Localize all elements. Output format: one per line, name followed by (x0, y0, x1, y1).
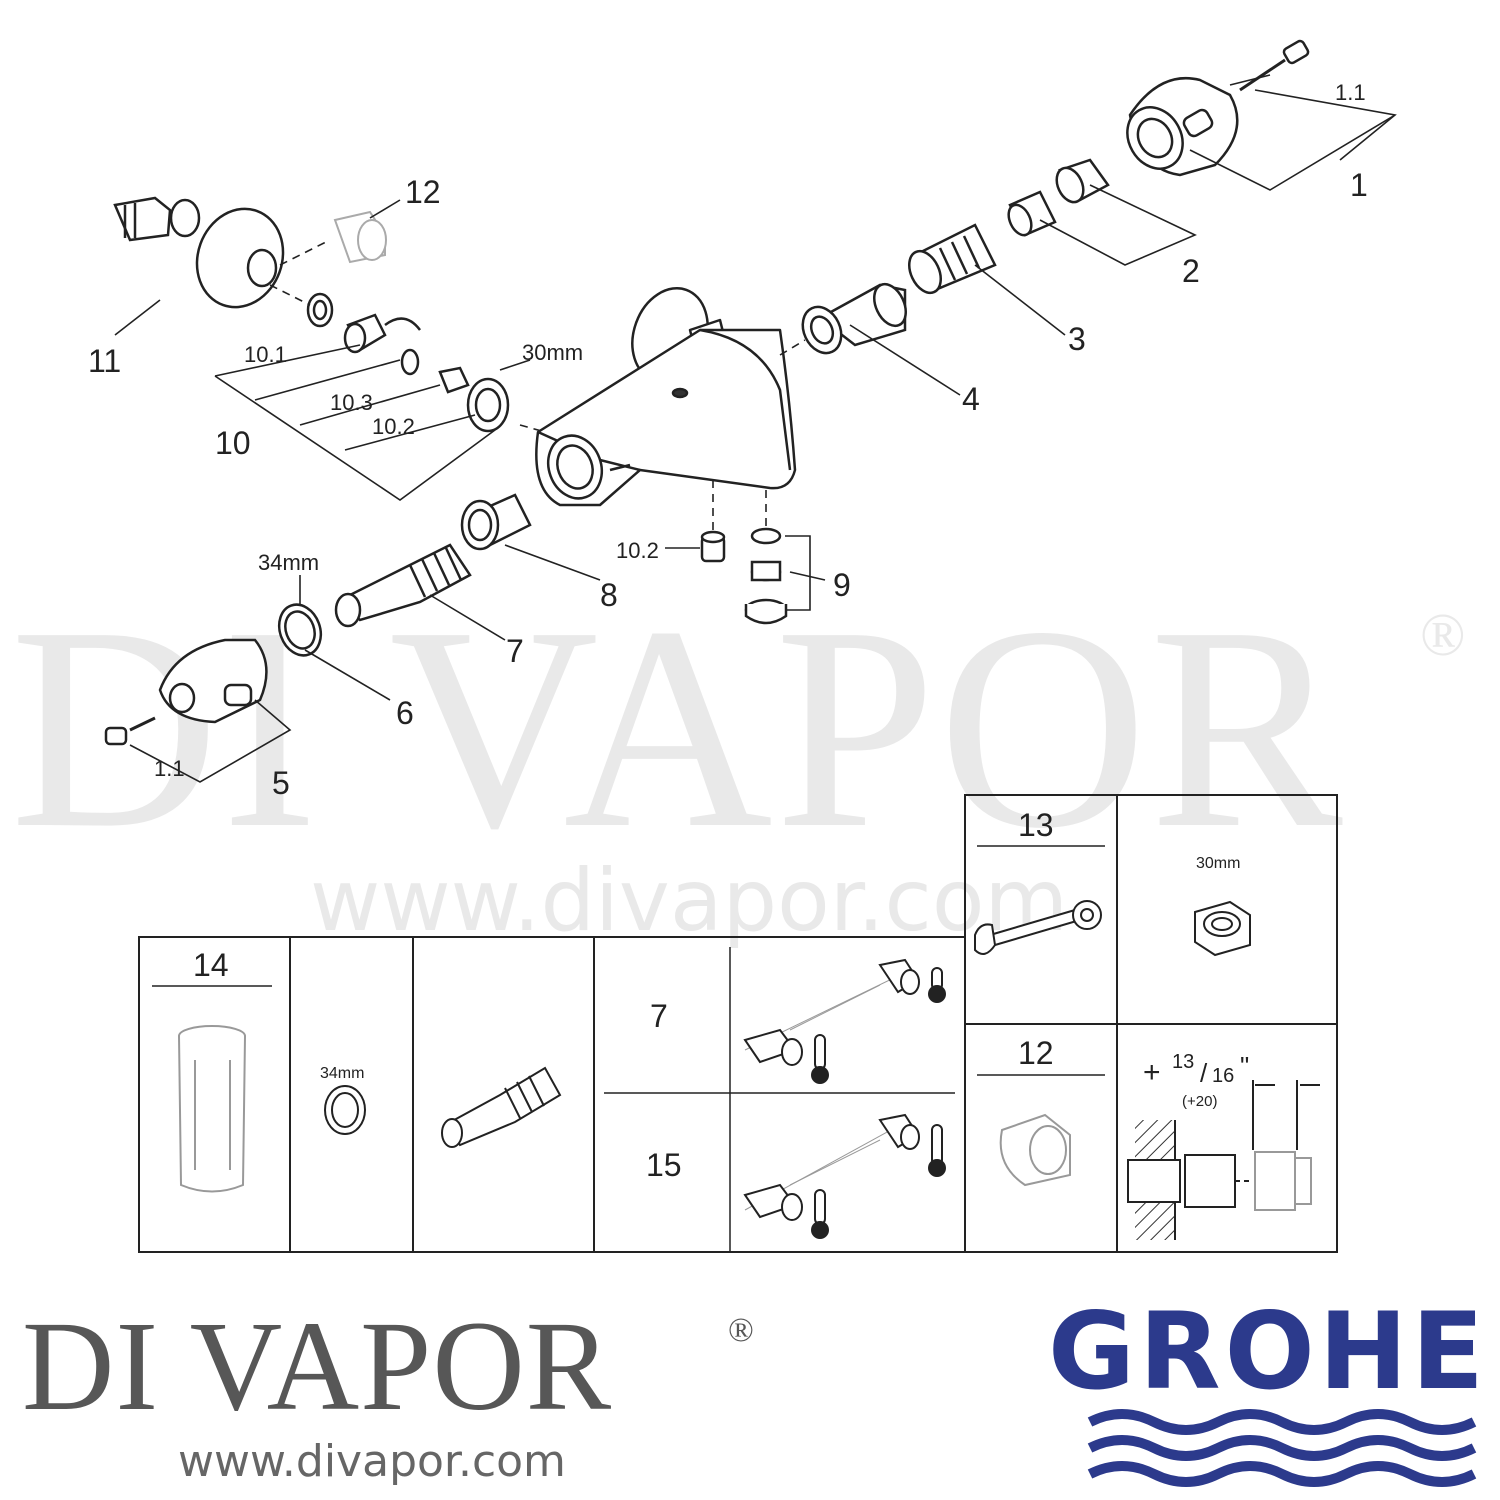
grohe-logo: GROHE (1048, 1290, 1488, 1487)
label-part-7: 7 (506, 633, 524, 669)
option-15-drawing (743, 1113, 946, 1239)
label-table-ring-34: 34mm (320, 1065, 364, 1082)
part-11-escutcheon (113, 196, 285, 309)
grohe-waves-icon (1087, 1409, 1477, 1487)
part-12-extension (333, 210, 387, 264)
label-part-3: 3 (1068, 321, 1086, 357)
table-ring-34 (324, 1085, 366, 1135)
part-3-cartridge (908, 223, 997, 295)
label-part-10-2: 10.2 (372, 414, 415, 439)
label-part-8: 8 (600, 577, 618, 613)
label-part-2: 2 (1182, 253, 1200, 289)
tool-14-sleeve (178, 1025, 246, 1193)
label-option-15: 15 (646, 1147, 682, 1183)
grohe-logo-text: GROHE (1048, 1290, 1488, 1413)
install-diagram (1127, 1080, 1320, 1240)
part-10-2-nipple (700, 530, 726, 563)
label-part-9: 9 (833, 567, 851, 603)
label-part-10-1: 10.1 (244, 342, 287, 367)
mixer-body (535, 286, 797, 507)
watermark-registered: ® (1420, 602, 1466, 668)
table-drawings (178, 900, 1320, 1240)
label-part-12: 12 (405, 174, 441, 210)
label-nut-size: 30mm (522, 340, 583, 365)
label-part-6: 6 (396, 695, 414, 731)
part-10-connectors (306, 292, 510, 433)
dim-inch: " (1240, 1051, 1249, 1081)
label-part-5: 5 (272, 765, 290, 801)
dim-mm: (+20) (1182, 1093, 1217, 1110)
label-tool-13: 13 (1018, 807, 1054, 843)
part-4-sleeve (801, 282, 907, 355)
leader-lines (114, 74, 1397, 783)
table-extension-12 (999, 1113, 1071, 1187)
parts-table (138, 794, 1338, 1253)
label-part-10-3: 10.3 (330, 390, 373, 415)
label-option-7: 7 (650, 998, 668, 1034)
label-extension-12: 12 (1018, 1035, 1054, 1071)
watermark-url: www.divapor.com (310, 851, 1068, 951)
label-ring-size: 34mm (258, 550, 319, 575)
dim-slash: / (1200, 1058, 1208, 1088)
part-labels: 1 1.1 2 3 4 11 12 10.1 10.3 10.2 10 30mm… (88, 80, 1368, 801)
part-2-insert (1007, 158, 1110, 237)
option-7-drawing (743, 958, 946, 1084)
dim-plus: + (1143, 1056, 1161, 1089)
label-part-11: 11 (88, 343, 121, 379)
part-8-ring (460, 493, 532, 551)
label-part-1-1-bottom: 1.1 (154, 756, 185, 781)
part-6-ring (277, 603, 323, 657)
watermark: DI VAPOR ® www.divapor.com (10, 567, 1466, 951)
label-table-nut-30: 30mm (1196, 855, 1240, 872)
label-part-1: 1 (1350, 167, 1368, 203)
table-cartridge (441, 1066, 562, 1148)
divapor-logo-text: DI VAPOR (22, 1295, 613, 1437)
label-part-10-2-lower: 10.2 (616, 538, 659, 563)
divapor-url: www.divapor.com (178, 1436, 566, 1487)
table-labels: 14 34mm 7 15 13 30mm 12 + 13 / 16 " (+20… (193, 807, 1249, 1183)
label-part-1-1-top: 1.1 (1335, 80, 1366, 105)
dim-denominator: 16 (1212, 1065, 1234, 1087)
dim-numerator: 13 (1172, 1051, 1194, 1073)
part-7-thermo-cartridge (334, 543, 472, 628)
part-1-handle (1126, 39, 1310, 177)
wrench-icon (974, 900, 1102, 955)
part-5-handle (104, 638, 268, 746)
part-9-aerator (744, 527, 788, 625)
divapor-registered-mark: ® (728, 1312, 754, 1349)
label-tool-14: 14 (193, 947, 229, 983)
label-part-4: 4 (962, 381, 980, 417)
table-nut-30 (1194, 900, 1251, 957)
label-part-10: 10 (215, 425, 251, 461)
watermark-text: DI VAPOR (10, 567, 1345, 888)
